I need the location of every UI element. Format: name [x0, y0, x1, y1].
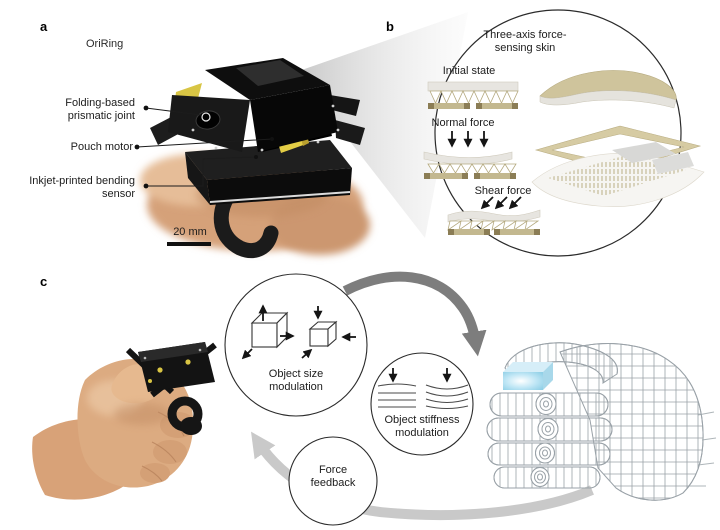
stiffness-lines [377, 383, 469, 410]
panel-a-letter: a [40, 19, 48, 34]
object-stiffness-circle [370, 352, 474, 456]
exploded-skin-layers [531, 70, 705, 207]
leader-line [136, 138, 273, 148]
screws [191, 104, 340, 152]
wireframe-hand [486, 342, 717, 501]
force-feedback-line2: feedback [310, 477, 356, 490]
callout-dots [134, 105, 274, 189]
initial-state-diagram [427, 81, 519, 109]
magnifier-wedge [296, 12, 468, 238]
wireframe-fingers [486, 392, 613, 489]
object-size-circle [224, 273, 368, 417]
inset-title-line2: sensing skin [494, 42, 556, 55]
force-feedback-circle [288, 436, 378, 526]
oriring-photo [134, 58, 370, 259]
ring-strap [213, 188, 279, 259]
cycle-arrow-dark [342, 271, 487, 357]
hand-photo [32, 342, 217, 500]
stiffness-arrows [388, 368, 452, 383]
inset-title: Three-axis force- sensing skin [463, 29, 587, 56]
oriring-title: OriRing [86, 38, 124, 50]
shear-force-label: Shear force [474, 185, 532, 197]
object-size-label: Object size modulation [236, 368, 356, 395]
normal-force-label: Normal force [431, 117, 495, 129]
inset-circle [423, 9, 705, 257]
cube-large [250, 311, 289, 349]
initial-state-label: Initial state [442, 65, 496, 77]
object-size-line1: Object size [268, 368, 324, 380]
callout-pouch-motor: Pouch motor [70, 141, 133, 153]
cube-small [308, 320, 338, 348]
leader-line [145, 107, 202, 116]
device-body [150, 58, 365, 205]
shear-force-arrows [480, 196, 522, 210]
force-feedback-line1: Force [318, 464, 348, 476]
shear-force-diagram [447, 196, 541, 235]
callout-bending-sensor: Inkjet-printed bending sensor [29, 175, 135, 201]
fingertip-rings [530, 393, 559, 487]
normal-force-diagram [423, 131, 517, 179]
callout-folding-joint: Folding-based prismatic joint [65, 97, 135, 123]
inset-title-line1: Three-axis force- [483, 29, 567, 41]
panel-c-letter: c [40, 274, 48, 289]
force-feedback-label: Force feedback [283, 464, 383, 491]
size-arrows [241, 304, 356, 360]
object-stiffness-label: Object stiffness modulation [360, 414, 484, 441]
hand-photo-device [125, 342, 217, 435]
object-stiffness-line2: modulation [395, 427, 449, 440]
panel-b-letter: b [386, 19, 394, 34]
object-size-line2: modulation [269, 381, 323, 394]
callout-leaders [136, 107, 273, 187]
normal-force-arrows [447, 131, 489, 148]
scale-bar-label: 20 mm [173, 226, 207, 238]
virtual-cube [503, 362, 553, 390]
object-stiffness-line1: Object stiffness [384, 414, 460, 426]
leader-line [146, 156, 257, 187]
scale-bar [167, 242, 211, 246]
